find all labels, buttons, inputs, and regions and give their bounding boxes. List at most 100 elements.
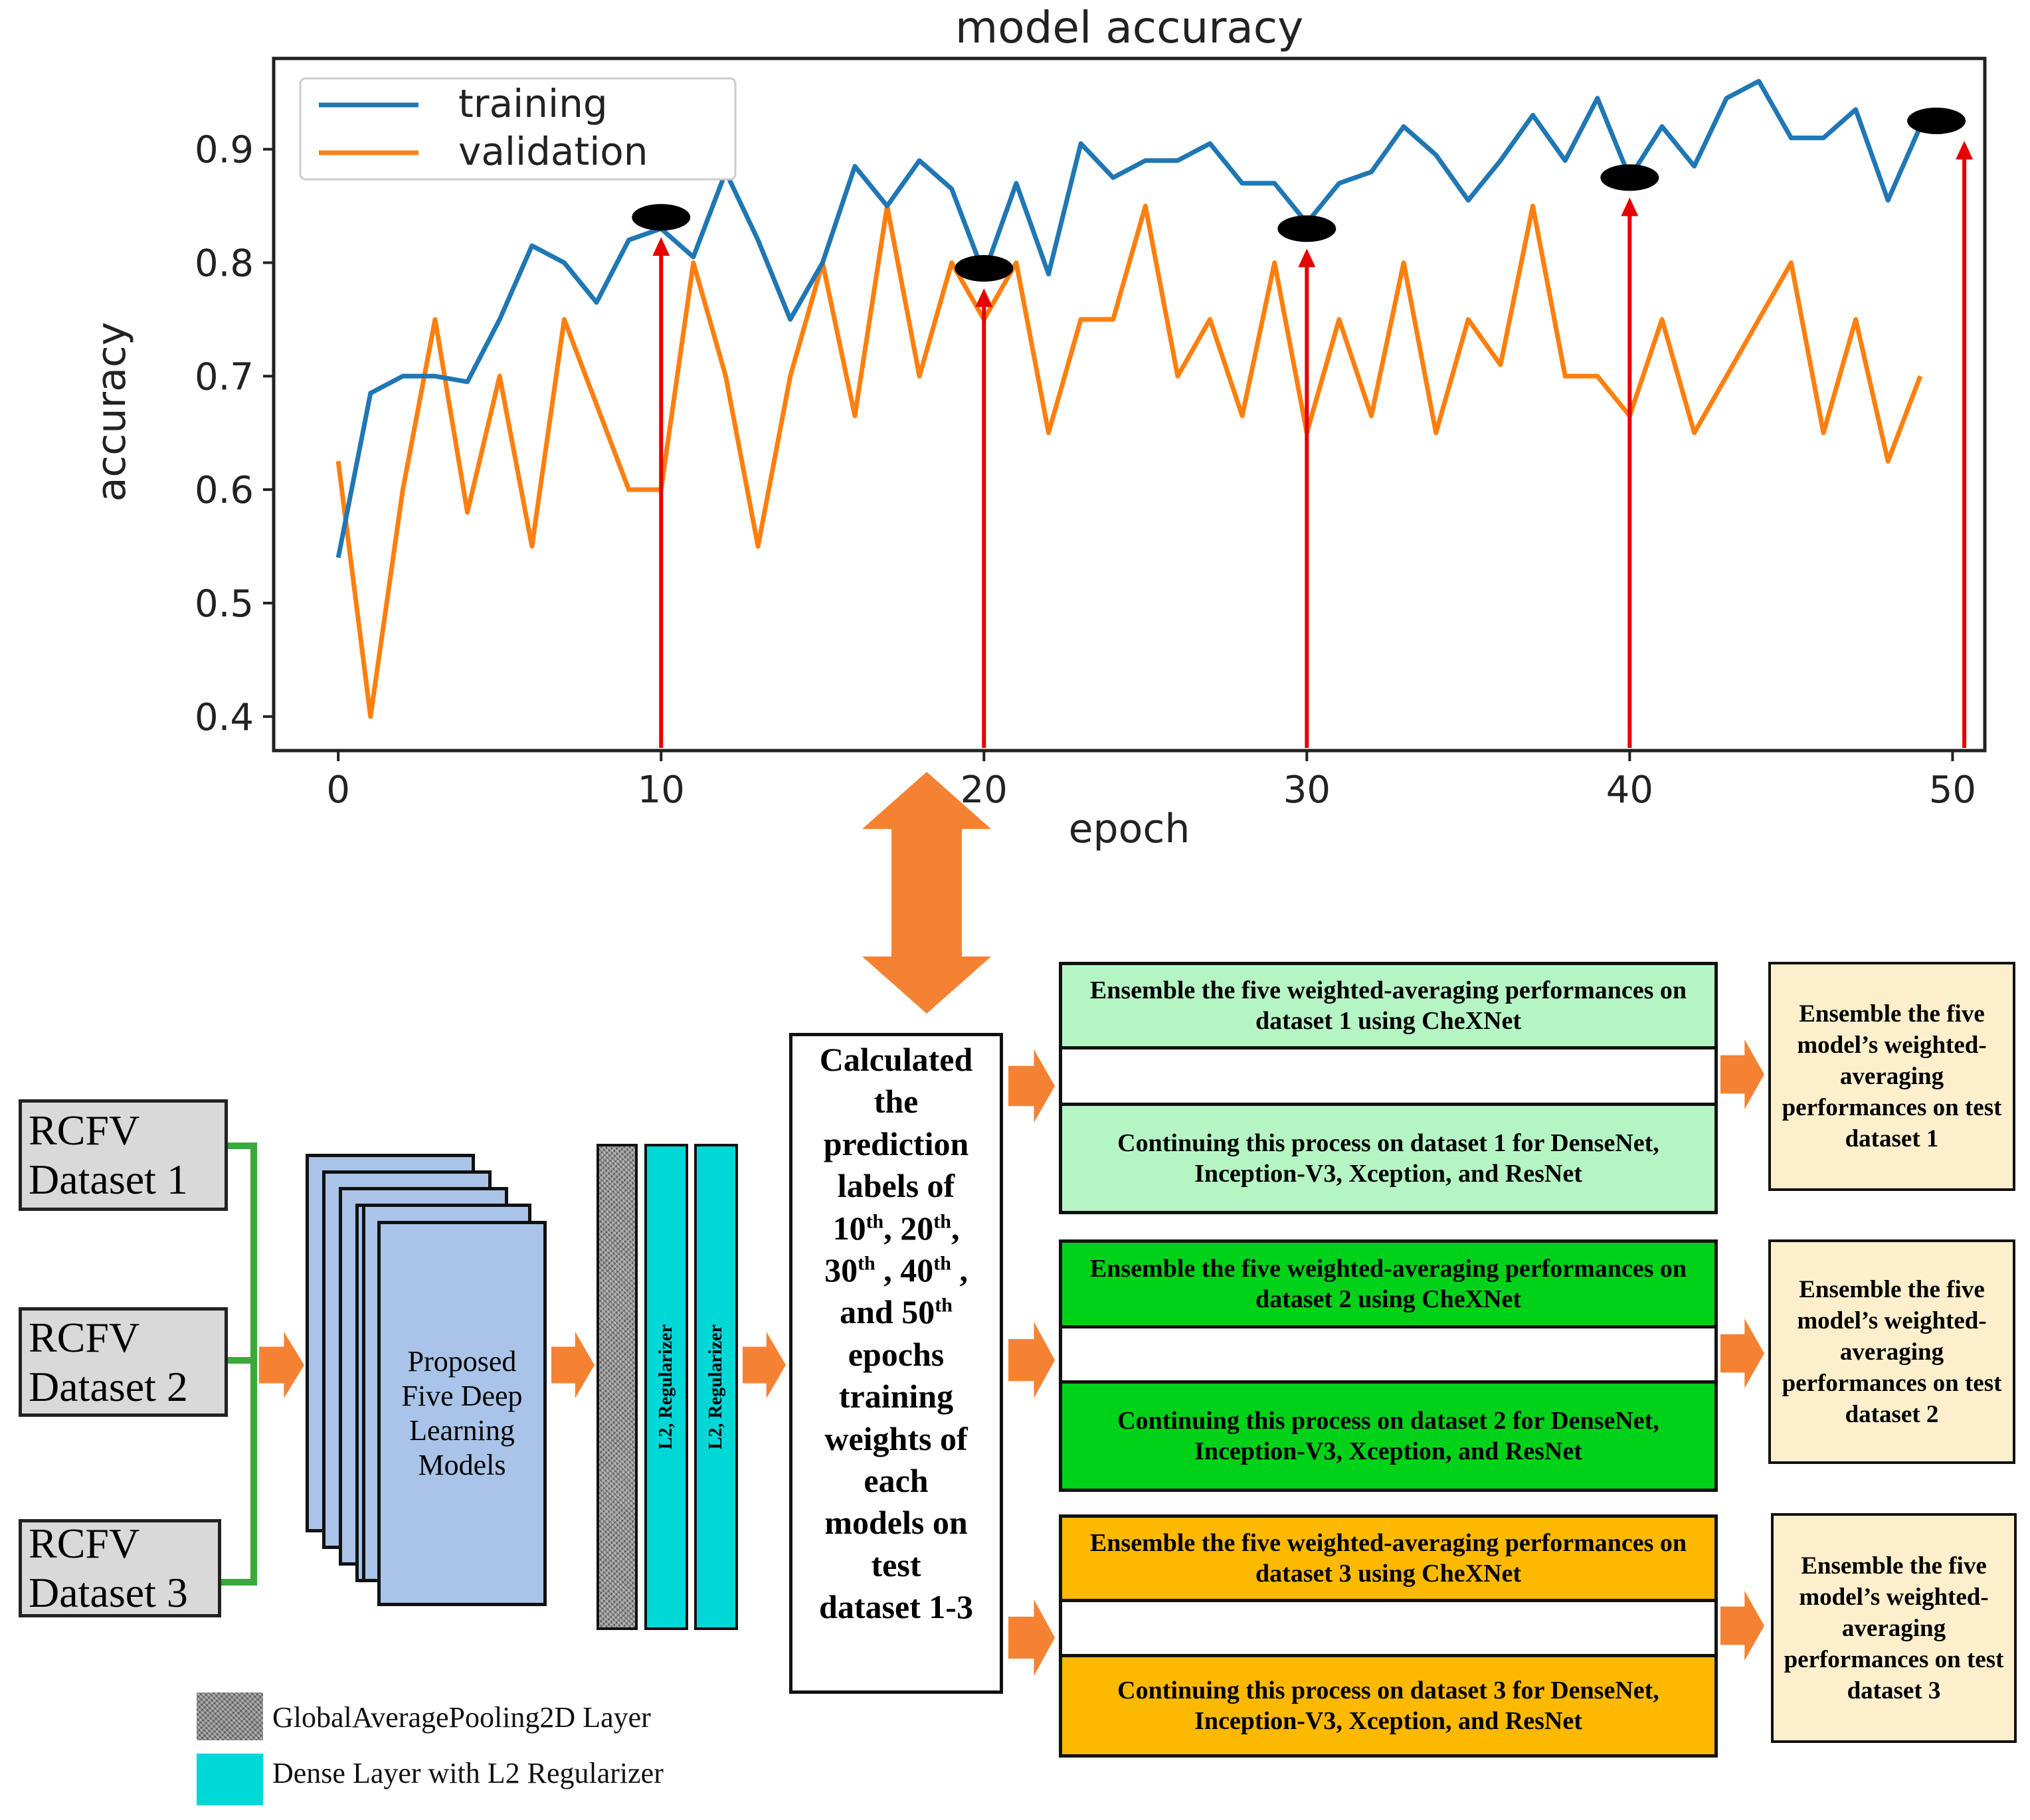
row-1-top-box: Ensemble the five weighted-averaging per… <box>1059 962 1718 1049</box>
arrow-calc-to-row1 <box>1008 1049 1055 1123</box>
row-1-bottom-box: Continuing this process on dataset 1 for… <box>1059 1103 1718 1214</box>
pooling-legend-label: GlobalAveragePooling2D Layer <box>272 1701 651 1734</box>
calc-and: and <box>840 1293 893 1331</box>
x-tick-label: 50 <box>1929 769 1976 812</box>
row-2-bottom-text: Continuing this process on dataset 2 for… <box>1117 1407 1659 1465</box>
row-2-middle <box>1059 1325 1718 1384</box>
calc-n50: 50 <box>901 1293 935 1331</box>
y-tick-label: 0.9 <box>195 129 254 172</box>
x-tick-label: 30 <box>1283 769 1331 812</box>
double-arrow <box>862 772 991 1014</box>
row-3-bottom-box: Continuing this process on dataset 3 for… <box>1059 1654 1718 1758</box>
arrow-layers-to-calc <box>743 1332 786 1398</box>
calc-line-13: test <box>871 1546 921 1584</box>
row-2-final-box: Ensemble the five model’s weighted-avera… <box>1768 1239 2015 1464</box>
dense-layer-1-label: L2, Regularizer <box>656 1324 676 1450</box>
y-tick-label: 0.4 <box>195 696 254 739</box>
legend-validation-label: validation <box>458 129 648 174</box>
epoch-arrow-head <box>975 288 993 308</box>
series-validation-line <box>335 203 1923 719</box>
calc-line-9: training <box>838 1378 954 1415</box>
calc-line-2: the <box>874 1083 919 1121</box>
dataset-1-line2: Dataset 1 <box>29 1156 188 1203</box>
calculation-box: Calculated the prediction labels of 10th… <box>789 1033 1003 1694</box>
epoch-marker <box>632 204 691 231</box>
dataset-3-line1: RCFV <box>29 1520 140 1567</box>
x-tick-label: 20 <box>961 769 1008 812</box>
calc-sup-50: th <box>935 1294 953 1317</box>
arrow-row2-to-final <box>1720 1319 1764 1388</box>
y-tick-label: 0.5 <box>195 583 254 626</box>
calc-sup-40: th <box>933 1252 951 1275</box>
epoch-marker <box>1277 215 1337 242</box>
calc-line-6: 30th , 40th , <box>824 1251 968 1289</box>
row-1-top-text: Ensemble the five weighted-averaging per… <box>1089 976 1687 1035</box>
calc-line-7: and 50th <box>792 1291 1000 1333</box>
row-2-top-text: Ensemble the five weighted-averaging per… <box>1089 1255 1687 1313</box>
y-axis-label: accuracy <box>88 322 135 502</box>
arrow-row3-to-final <box>1720 1591 1764 1661</box>
epoch-arrow-head <box>652 237 670 256</box>
chart-title: model accuracy <box>955 2 1303 53</box>
series-lines <box>335 78 1923 719</box>
row-1-bottom-text: Continuing this process on dataset 1 for… <box>1117 1129 1659 1188</box>
calc-sup-20: th <box>933 1210 951 1232</box>
dense-legend-swatch <box>197 1754 263 1805</box>
x-tick-label: 0 <box>326 769 350 812</box>
arrow-calc-to-row3 <box>1008 1599 1055 1676</box>
calc-line-14: dataset 1-3 <box>819 1588 973 1626</box>
calc-n40: 40 <box>900 1251 934 1289</box>
row-1-middle <box>1059 1046 1718 1106</box>
epoch-arrows <box>652 140 1974 748</box>
epoch-marker <box>1907 107 1966 134</box>
row-1-final-box: Ensemble the five model’s weighted-avera… <box>1768 962 2015 1191</box>
x-axis-label: epoch <box>1069 806 1190 852</box>
row-3-top-text: Ensemble the five weighted-averaging per… <box>1089 1529 1687 1588</box>
row-3-final-box: Ensemble the five model’s weighted-avera… <box>1771 1513 2017 1743</box>
arrow-datasets-to-models <box>259 1332 304 1398</box>
dataset-3-line2: Dataset 3 <box>29 1569 188 1616</box>
calc-line-3: prediction <box>823 1125 969 1162</box>
calc-line-12: models on <box>824 1504 968 1542</box>
epoch-arrow-head <box>1956 140 1974 159</box>
chart-legend: training validation <box>299 77 737 181</box>
row-2-top-box: Ensemble the five weighted-averaging per… <box>1059 1239 1718 1328</box>
legend-training-label: training <box>458 81 608 126</box>
row-3-final-text: Ensemble the five model’s weighted-avera… <box>1784 1552 2004 1704</box>
row-3-bottom-text: Continuing this process on dataset 3 for… <box>1117 1677 1659 1735</box>
arrow-models-to-layers <box>551 1332 595 1398</box>
epoch-marker <box>1600 164 1659 191</box>
epoch-arrow-head <box>1298 248 1316 268</box>
row-2-bottom-box: Continuing this process on dataset 2 for… <box>1059 1380 1718 1492</box>
x-tick-label: 10 <box>638 769 685 812</box>
model-card-front: Proposed Five Deep Learning Models <box>377 1221 547 1606</box>
model-box-text: Proposed Five Deep Learning Models <box>401 1345 523 1481</box>
dataset-2-line2: Dataset 2 <box>29 1362 188 1410</box>
pooling-legend-swatch <box>197 1692 263 1740</box>
calc-line-10: weights of <box>824 1419 968 1457</box>
calc-n30: 30 <box>824 1251 858 1289</box>
calc-sup-30: th <box>858 1252 876 1275</box>
row-1-final-text: Ensemble the five model’s weighted-avera… <box>1782 1000 2002 1152</box>
row-2-final-text: Ensemble the five model’s weighted-avera… <box>1782 1275 2002 1428</box>
row-3-top-box: Ensemble the five weighted-averaging per… <box>1059 1514 1718 1602</box>
arrow-calc-to-row2 <box>1008 1322 1055 1398</box>
dense-layer-1: L2, Regularizer <box>644 1144 688 1630</box>
row-3-middle <box>1059 1599 1718 1657</box>
y-tick-label: 0.6 <box>195 469 254 512</box>
flow-arrows <box>259 1040 1764 1676</box>
x-tick-label: 40 <box>1606 769 1653 812</box>
calc-n20: 20 <box>900 1209 934 1247</box>
calc-n10: 10 <box>832 1209 866 1247</box>
calc-line-4: labels of <box>837 1167 955 1205</box>
plot-frame <box>272 56 1987 753</box>
calc-line-5: 10th, 20th, <box>832 1209 960 1247</box>
dataset-2-line1: RCFV <box>29 1313 140 1361</box>
dense-layer-2-label: L2, Regularizer <box>705 1324 726 1450</box>
